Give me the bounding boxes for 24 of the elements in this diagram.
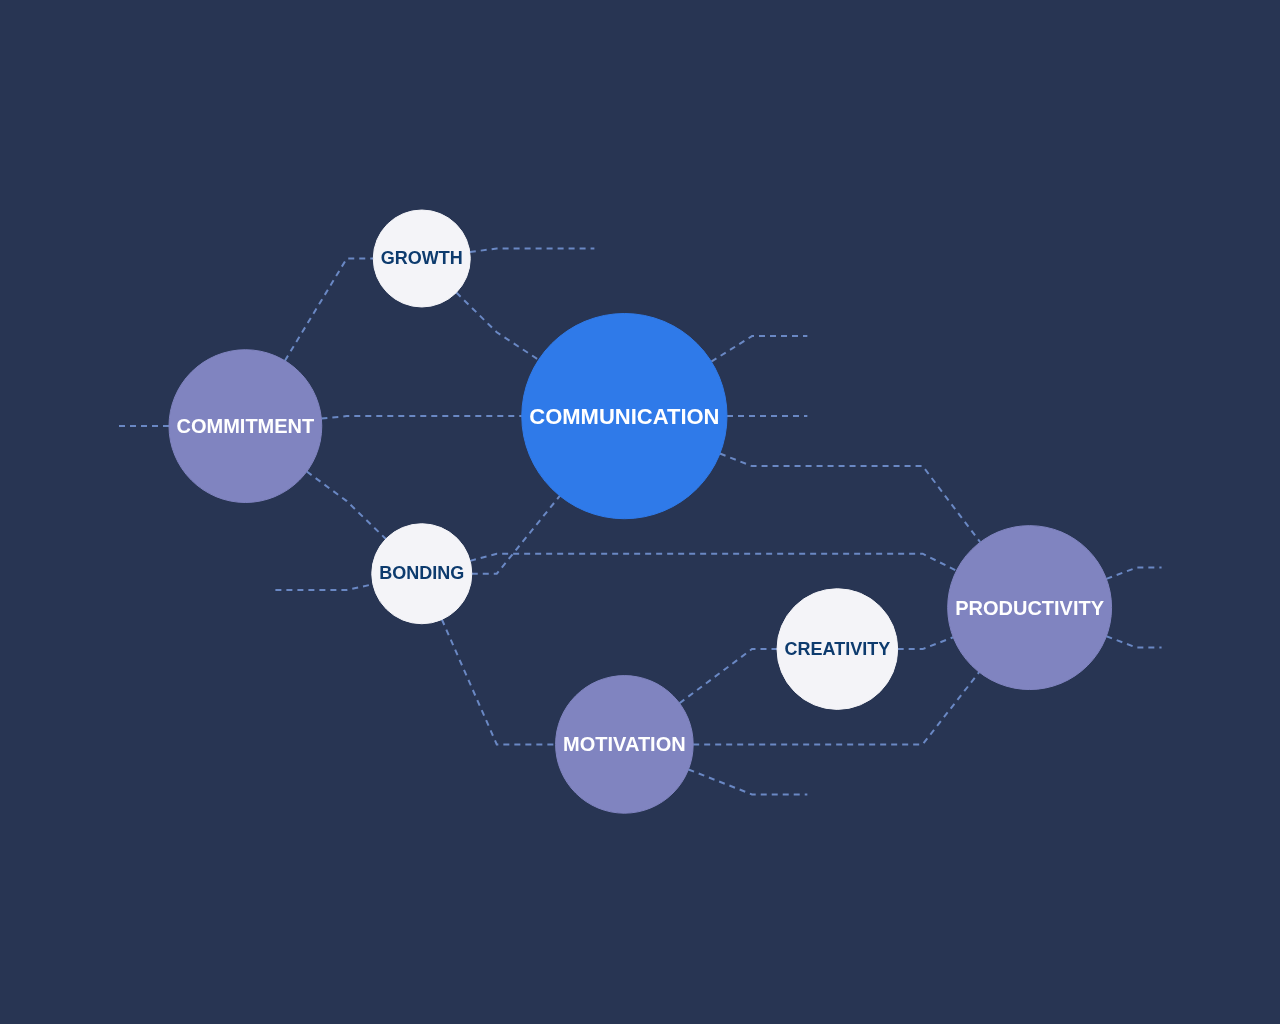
connector — [468, 247, 596, 254]
connector — [725, 415, 809, 418]
connector — [305, 470, 387, 541]
connector — [710, 335, 809, 363]
connector — [691, 671, 980, 746]
node-circle: COMMITMENT — [168, 349, 322, 504]
connector — [117, 425, 170, 428]
connector — [470, 495, 561, 576]
connector — [320, 415, 523, 420]
node-circle: BONDING — [370, 523, 472, 625]
connector — [1105, 567, 1163, 581]
node-circle: GROWTH — [372, 209, 471, 308]
connector — [1105, 635, 1163, 649]
connector — [468, 553, 958, 573]
connector — [896, 636, 954, 651]
connector — [283, 257, 374, 363]
connector — [687, 768, 809, 796]
node-circle: MOTIVATION — [554, 675, 694, 815]
node-circle: PRODUCTIVITY — [946, 525, 1112, 691]
connector — [455, 291, 540, 362]
node-circle: COMMUNICATION — [520, 313, 728, 520]
connector — [678, 648, 778, 705]
connector — [718, 452, 981, 544]
node-circle: CREATIVITY — [776, 588, 898, 711]
